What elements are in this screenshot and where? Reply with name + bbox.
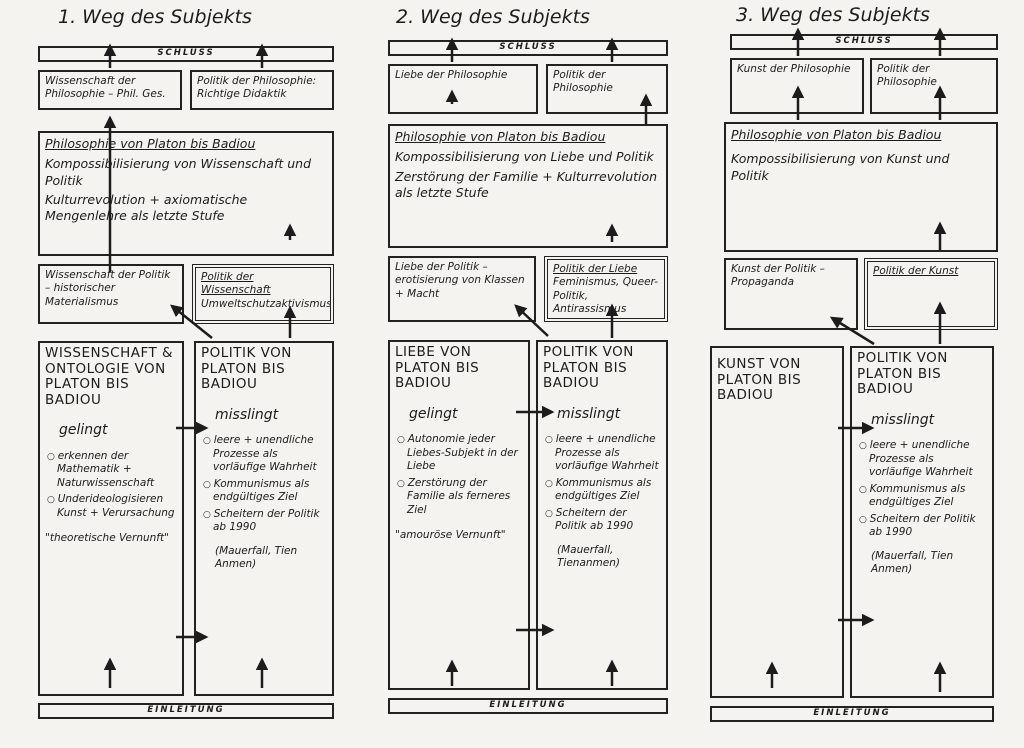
middle-body: Kompossibilisierung von Liebe und Politi… [395, 149, 654, 165]
middle-box: Philosophie von Platon bis Badiou Kompos… [38, 131, 334, 256]
middle-heading: Philosophie von Platon bis Badiou [45, 136, 256, 151]
lower-left-box: Liebe der Politik – erotisierung von Kla… [388, 256, 536, 322]
right-paren: (Mauerfall, Tien Anmen) [215, 544, 298, 571]
top-left-box: Wissenschaft der Philosophie – Phil. Ges… [38, 70, 182, 110]
lower-right-body: Umweltschutzaktivismus [201, 297, 332, 310]
left-head: LIEBE VON PLATON BIS BADIOU [395, 344, 480, 392]
left-verdict: gelingt [409, 405, 458, 422]
top-left-box: Liebe der Philosophie [388, 64, 538, 114]
middle-extra: Zerstörung der Familie + Kulturrevolutio… [395, 168, 658, 200]
middle-body: Kompossibilisierung von Wissenschaft und… [45, 156, 312, 188]
right-verdict: misslingt [871, 411, 935, 428]
middle-box: Philosophie von Platon bis Badiou Kompos… [388, 124, 668, 248]
left-head: KUNST VON PLATON BIS BADIOU [717, 356, 802, 404]
schluss-box: SCHLUSS [38, 46, 334, 62]
left-point: Autonomie jeder Liebes-Subjekt in der Li… [395, 433, 523, 473]
einleitung-box: EINLEITUNG [710, 706, 994, 722]
middle-body: Kompossibilisierung von Kunst und Politi… [731, 151, 950, 183]
left-head: WISSENSCHAFT & ONTOLOGIE VON PLATON BIS … [45, 345, 174, 408]
right-point: leere + unendliche Prozesse als vorläufi… [201, 434, 327, 474]
left-verdict: gelingt [59, 422, 108, 439]
schluss-box: SCHLUSS [730, 34, 998, 50]
top-right-box: Politik der Philosophie [870, 58, 998, 114]
lower-right-box: Politik der Wissenschaft Umweltschutzakt… [192, 264, 334, 324]
middle-box: Philosophie von Platon bis Badiou Kompos… [724, 122, 998, 252]
column-1: 1. Weg des Subjekts SCHLUSS Wissenschaft… [0, 0, 340, 748]
right-tall-box: POLITIK VON PLATON BIS BADIOU misslingt … [850, 346, 994, 698]
lower-right-title: Politik der Kunst [873, 265, 959, 277]
right-head: POLITIK VON PLATON BIS BADIOU [857, 350, 948, 398]
column-title: 1. Weg des Subjekts [58, 6, 252, 28]
left-point: Underideologisieren Kunst + Verursachung [45, 493, 177, 520]
middle-heading: Philosophie von Platon bis Badiou [395, 129, 606, 144]
right-point: Kommunismus als endgültiges Ziel [201, 478, 327, 505]
right-point: Scheitern der Politik ab 1990 [543, 507, 661, 534]
einleitung-box: EINLEITUNG [388, 698, 668, 714]
right-point: Scheitern der Politik ab 1990 [201, 508, 327, 535]
lower-left-box: Wissenschaft der Politik – historischer … [38, 264, 184, 324]
schluss-box: SCHLUSS [388, 40, 668, 56]
right-tall-box: POLITIK VON PLATON BIS BADIOU misslingt … [194, 341, 334, 696]
left-tall-box: WISSENSCHAFT & ONTOLOGIE VON PLATON BIS … [38, 341, 184, 696]
lower-right-title: Politik der Liebe [553, 263, 638, 275]
right-point: Scheitern der Politik ab 1990 [857, 513, 987, 540]
right-paren: (Mauerfall, Tien Anmen) [871, 549, 954, 576]
right-point: leere + unendliche Prozesse als vorläufi… [857, 439, 987, 479]
right-point: Kommunismus als endgültiges Ziel [543, 477, 661, 504]
middle-extra: Kulturrevolution + axiomatische Mengenle… [45, 191, 248, 223]
lower-left-box: Kunst der Politik – Propaganda [724, 258, 858, 330]
lower-right-title: Politik der Wissenschaft [201, 271, 271, 297]
top-right-box: Politik der Philosophie: Richtige Didakt… [190, 70, 334, 110]
right-verdict: misslingt [215, 406, 279, 423]
top-left-box: Kunst der Philosophie [730, 58, 864, 114]
left-tall-box: LIEBE VON PLATON BIS BADIOU gelingt Auto… [388, 340, 530, 690]
einleitung-box: EINLEITUNG [38, 703, 334, 719]
column-title: 3. Weg des Subjekts [736, 4, 930, 26]
right-verdict: misslingt [557, 405, 621, 422]
left-quote: "theoretische Vernunft" [45, 532, 169, 545]
right-head: POLITIK VON PLATON BIS BADIOU [543, 344, 634, 392]
left-quote: "amouröse Vernunft" [395, 529, 506, 542]
right-tall-box: POLITIK VON PLATON BIS BADIOU misslingt … [536, 340, 668, 690]
lower-right-box: Politik der Kunst [864, 258, 998, 330]
left-tall-box: KUNST VON PLATON BIS BADIOU [710, 346, 844, 698]
right-paren: (Mauerfall, Tienanmen) [557, 543, 620, 570]
top-right-box: Politik der Philosophie [546, 64, 668, 114]
right-head: POLITIK VON PLATON BIS BADIOU [201, 345, 292, 393]
middle-heading: Philosophie von Platon bis Badiou [731, 127, 942, 142]
column-title: 2. Weg des Subjekts [396, 6, 590, 28]
right-point: leere + unendliche Prozesse als vorläufi… [543, 433, 661, 473]
left-point: Zerstörung der Familie als ferneres Ziel [395, 477, 523, 517]
column-2: 2. Weg des Subjekts SCHLUSS Liebe der Ph… [0, 0, 680, 748]
left-point: erkennen der Mathematik + Naturwissensch… [45, 450, 177, 490]
right-point: Kommunismus als endgültiges Ziel [857, 483, 987, 510]
